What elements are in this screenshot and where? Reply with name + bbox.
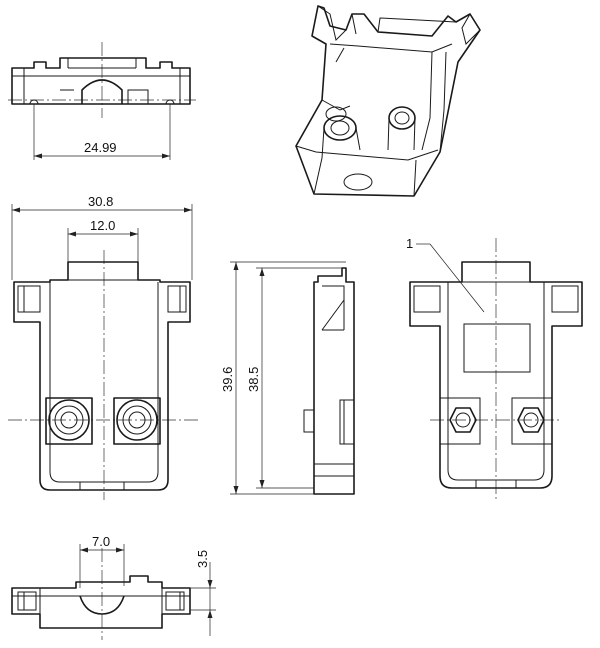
isometric-view — [295, 5, 481, 197]
dim-overall-width: 30.8 — [88, 194, 113, 209]
side-view: 39.6 38.5 — [220, 261, 355, 495]
callout-1: 1 — [406, 236, 413, 251]
dim-inner-width: 12.0 — [90, 218, 115, 233]
dim-overall-height: 39.6 — [220, 367, 235, 392]
dim-top-width: 24.99 — [84, 140, 117, 155]
front-view: 30.8 12.0 — [8, 194, 200, 500]
dim-bottom-width: 7.0 — [92, 534, 110, 549]
top-view: 24.99 — [8, 42, 196, 160]
rear-view: 1 — [406, 236, 583, 500]
dim-inner-height: 38.5 — [246, 367, 261, 392]
bottom-view: 7.0 3.5 — [11, 534, 216, 640]
dim-bottom-depth: 3.5 — [195, 550, 210, 568]
